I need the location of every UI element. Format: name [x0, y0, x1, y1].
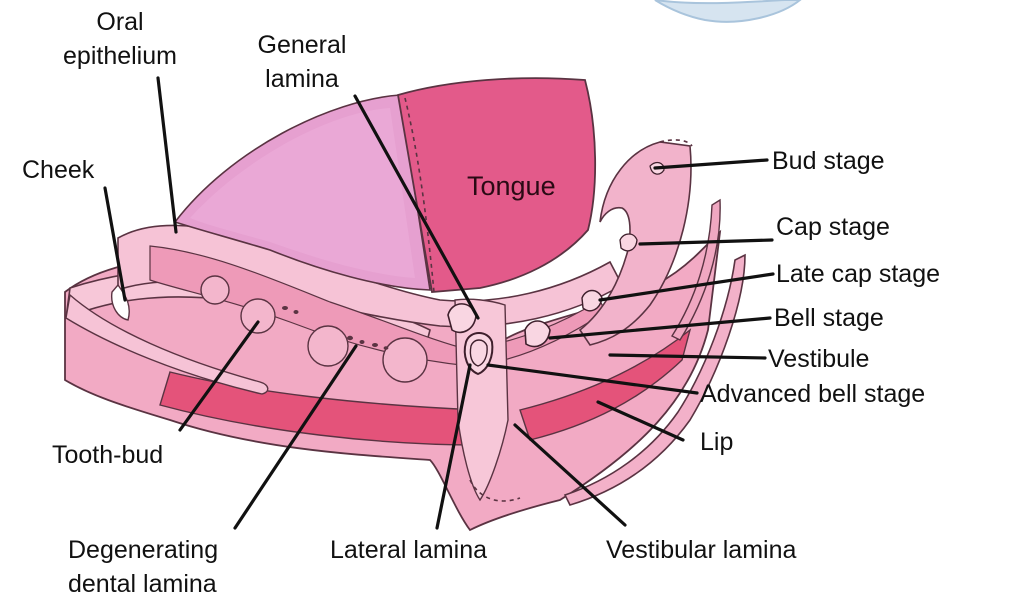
label-degenerating-line1: Degenerating [68, 536, 218, 564]
tooth-bud-3 [308, 326, 348, 366]
tooth-bud-1 [201, 276, 229, 304]
label-vestibular-lamina: Vestibular lamina [606, 536, 796, 564]
label-bud-stage: Bud stage [772, 147, 885, 175]
label-degenerating-line2: dental lamina [68, 570, 217, 598]
background-swoosh [655, 0, 800, 22]
label-advanced-bell-stage: Advanced bell stage [700, 380, 925, 408]
label-lateral-lamina: Lateral lamina [330, 536, 487, 564]
label-general-lamina-line1: General [258, 31, 347, 59]
label-oral-epithelium-line1: Oral [96, 8, 143, 36]
label-vestibule: Vestibule [768, 345, 869, 373]
label-late-cap-stage: Late cap stage [776, 260, 940, 288]
label-general-lamina-line2: lamina [265, 65, 339, 93]
label-cap-stage: Cap stage [776, 213, 890, 241]
cap-germ [620, 234, 637, 251]
tooth-bud-4 [383, 338, 427, 382]
tooth-bud-2 [241, 299, 275, 333]
label-cheek: Cheek [22, 156, 95, 184]
label-oral-epithelium-line2: epithelium [63, 42, 177, 70]
label-lip: Lip [700, 428, 733, 456]
label-tongue: Tongue [467, 171, 556, 201]
label-bell-stage: Bell stage [774, 304, 884, 332]
leader-oral-epithelium [158, 78, 176, 232]
label-tooth-bud: Tooth-bud [52, 441, 163, 469]
